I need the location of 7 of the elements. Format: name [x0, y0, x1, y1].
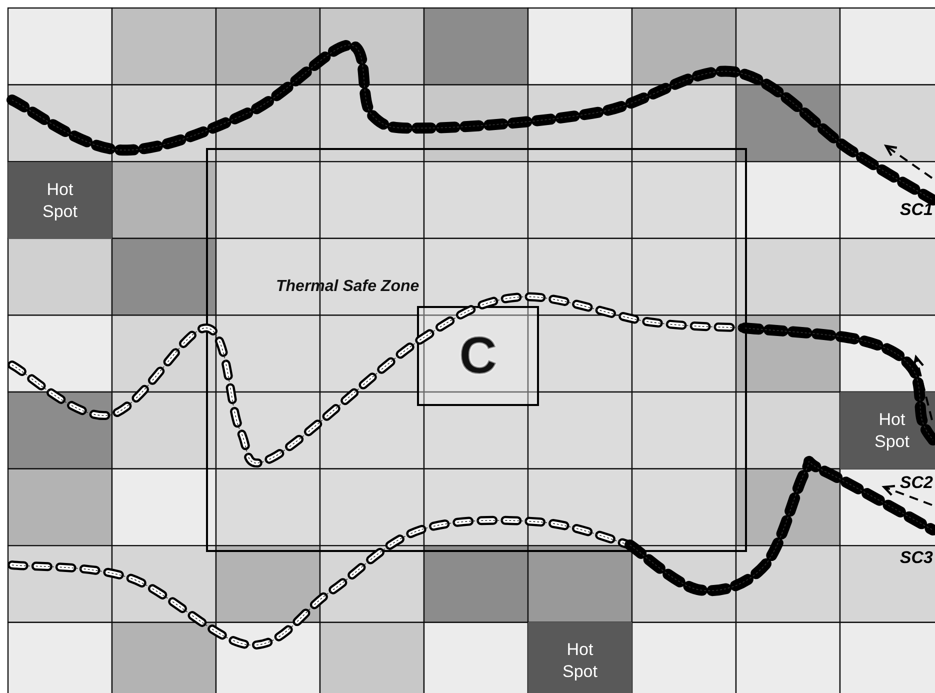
route-label: SC1 — [900, 200, 933, 220]
route-label: SC3 — [900, 548, 933, 568]
hot-spot-label: Hot Spot — [874, 408, 910, 452]
hot-spot-label: Hot Spot — [562, 638, 598, 682]
hot-spot-label: Hot Spot — [42, 178, 78, 222]
route-label: SC2 — [900, 473, 933, 493]
center-label: C — [459, 329, 497, 383]
